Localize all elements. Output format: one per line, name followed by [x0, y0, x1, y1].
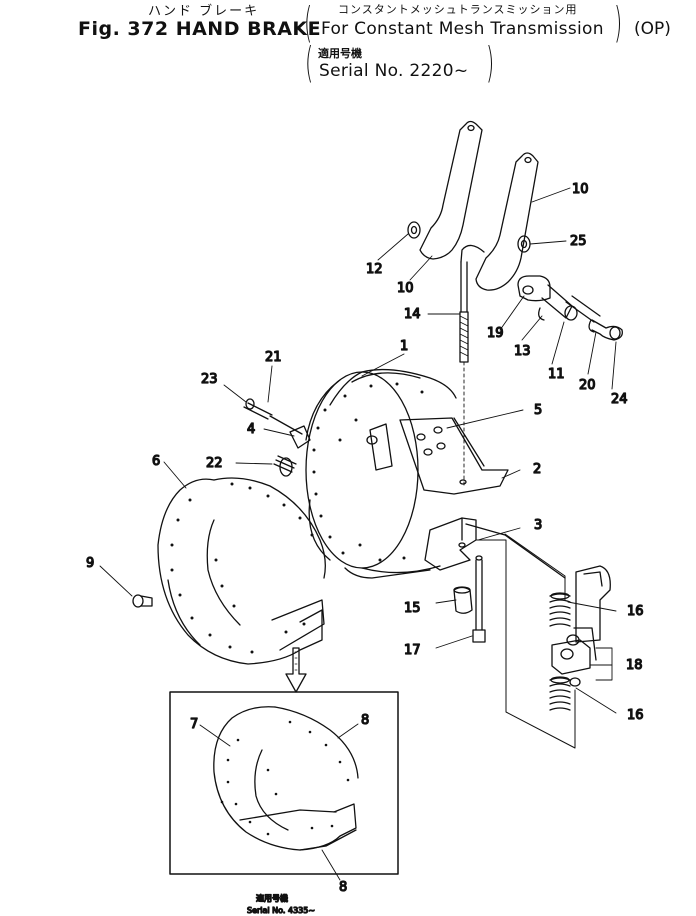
washer-12 [407, 221, 421, 239]
linkage-frame [475, 533, 576, 749]
callout-25: 25 [570, 234, 587, 249]
bracket-close: ) [614, 0, 623, 47]
callout-8-top: 8 [361, 713, 369, 728]
pin-23 [243, 398, 303, 435]
application-note: For Constant Mesh Transmission [321, 19, 604, 39]
callout-14: 14 [404, 307, 421, 322]
bracket-close-2: ) [486, 38, 495, 87]
spring-16-upper [549, 592, 571, 627]
callout-18: 18 [626, 658, 643, 673]
callout-12: 12 [366, 262, 383, 277]
inset-serial-label-japanese: 適用号機 [256, 893, 288, 903]
lever-rear [419, 120, 483, 260]
bolt-9 [132, 594, 153, 608]
drum-rivet-holes [312, 382, 424, 562]
callout-10-left: 10 [397, 281, 414, 296]
spring-16-lower [549, 676, 571, 711]
drum-bracket-lower [424, 517, 566, 579]
callout-6: 6 [152, 454, 160, 469]
down-arrow-icon [285, 647, 307, 693]
callout-13: 13 [514, 344, 531, 359]
block-18 [551, 634, 591, 687]
brake-drum [305, 368, 457, 579]
callout-16-upper: 16 [627, 604, 644, 619]
bracket-housing [573, 565, 611, 661]
bracket-open: ( [304, 0, 313, 47]
leader-lines [99, 187, 617, 881]
option-tag: (OP) [634, 19, 671, 39]
drum-bracket-upper [366, 417, 509, 495]
callout-16-lower: 16 [627, 708, 644, 723]
bolt-17 [472, 555, 486, 643]
callout-8-bottom: 8 [339, 880, 347, 895]
spring-22 [273, 455, 297, 477]
application-note-japanese: コンスタントメッシュトランスミッション用 [338, 3, 578, 16]
callout-9: 9 [86, 556, 94, 571]
callout-21: 21 [265, 350, 282, 365]
callout-11: 11 [548, 367, 565, 382]
callout-24: 24 [611, 392, 628, 407]
inset-brake-band [213, 706, 359, 851]
callout-10-right: 10 [572, 182, 589, 197]
callout-20: 20 [579, 378, 596, 393]
callout-1: 1 [400, 339, 408, 354]
figure-title: Fig. 372 HAND BRAKE [78, 18, 322, 40]
band-rivet-holes [170, 482, 314, 654]
spring-bracket-4 [289, 425, 311, 449]
brake-band [157, 477, 326, 665]
callout-23: 23 [201, 372, 218, 387]
inset-rivet-holes [220, 720, 350, 836]
inset-serial-number: Serial No. 4335~ [247, 906, 315, 915]
callout-19: 19 [487, 326, 504, 341]
figure-title-japanese: ハンド ブレーキ [148, 4, 260, 19]
serial-label-japanese: 適用号機 [318, 47, 362, 60]
inset-box [169, 691, 399, 875]
callout-4: 4 [247, 422, 255, 437]
lever-pin-assembly [517, 275, 623, 341]
serial-number: Serial No. 2220~ [319, 61, 469, 81]
brake-rod [459, 244, 485, 489]
callout-17: 17 [404, 643, 421, 658]
callout-22: 22 [206, 456, 223, 471]
callout-3: 3 [534, 518, 542, 533]
callout-5: 5 [534, 403, 542, 418]
collar-15 [453, 586, 473, 614]
callout-15: 15 [404, 601, 421, 616]
callout-2: 2 [533, 462, 541, 477]
bracket-open-2: ( [305, 38, 314, 87]
lever-front [475, 152, 539, 291]
callout-7: 7 [190, 717, 198, 732]
